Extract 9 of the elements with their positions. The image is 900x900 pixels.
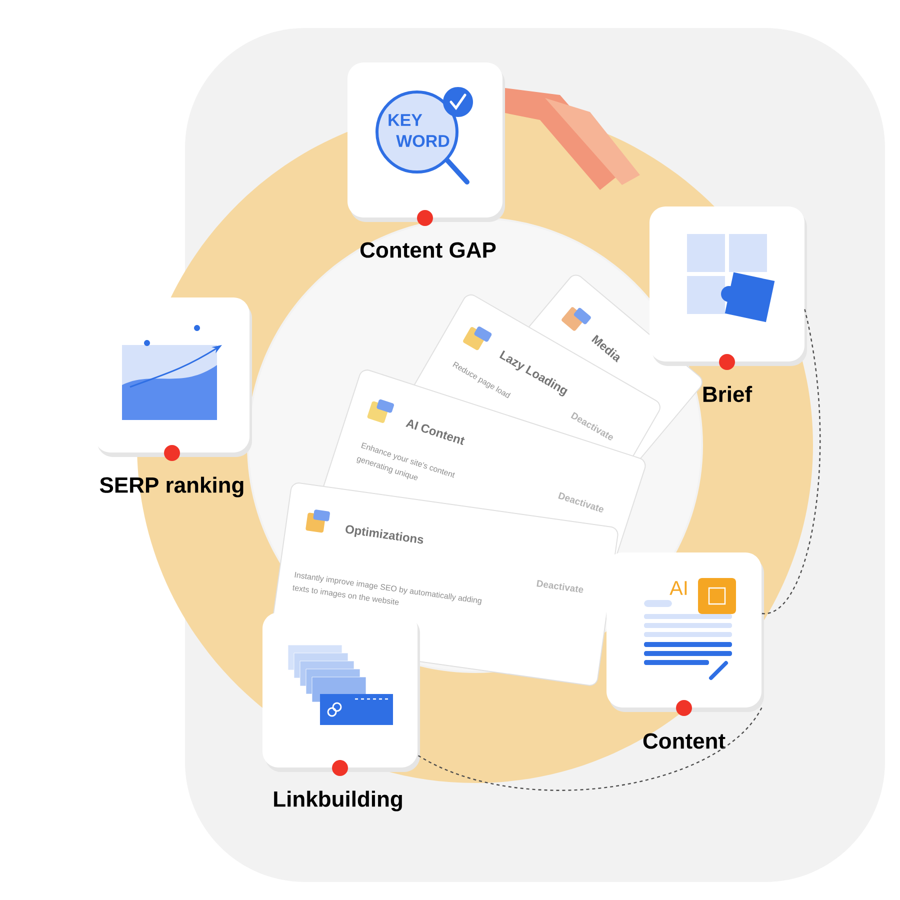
connector-line <box>417 707 762 791</box>
deactivate-link: Deactivate <box>536 580 584 593</box>
card-label: SERP ranking <box>100 476 244 498</box>
card-title: Optimizations <box>346 525 424 544</box>
card-label: Brief <box>703 386 752 402</box>
card-label: Content <box>643 733 726 749</box>
card-label: Linkbuilding <box>274 790 402 812</box>
connector-line <box>762 309 821 614</box>
card-label: Content GAP <box>360 242 496 258</box>
